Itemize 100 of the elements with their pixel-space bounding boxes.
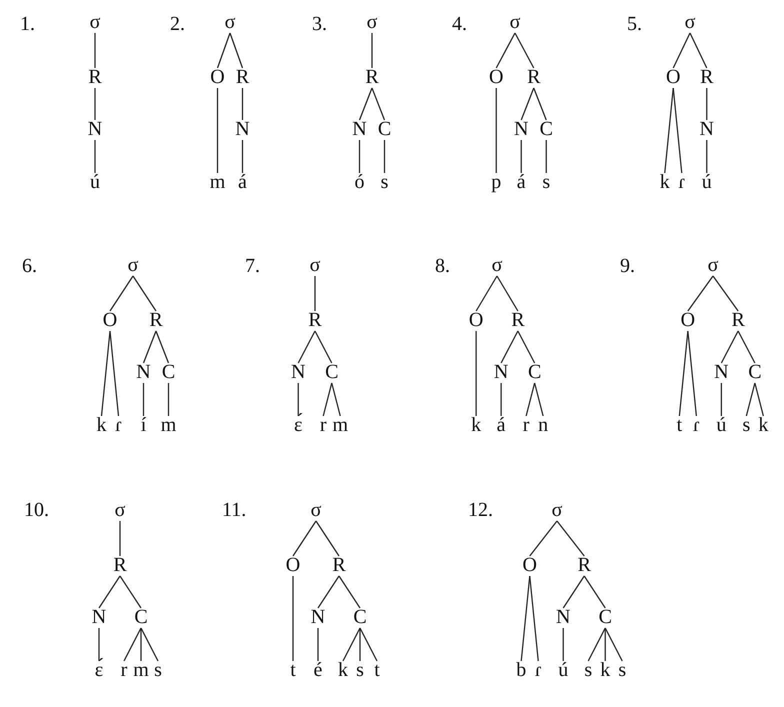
- example-number: 6.: [22, 254, 37, 278]
- branch-line: [155, 330, 170, 364]
- constituent-label: σ: [491, 253, 503, 277]
- constituent-label: C: [162, 360, 176, 384]
- example-number: 10.: [24, 498, 49, 522]
- branch-line: [689, 32, 708, 68]
- branch-line: [476, 331, 477, 416]
- constituent-label: R: [527, 65, 540, 89]
- branch-line: [500, 330, 518, 364]
- constituent-label: C: [540, 117, 553, 141]
- constituent-label: O: [102, 308, 118, 332]
- segment-letter: b: [515, 658, 528, 682]
- constituent-label: σ: [127, 253, 139, 277]
- branch-line: [120, 576, 142, 608]
- branch-line: [119, 521, 121, 556]
- constituent-label: σ: [224, 10, 236, 34]
- branch-line: [94, 88, 96, 120]
- example-number: 3.: [312, 12, 327, 36]
- branch-line: [496, 276, 518, 312]
- branch-line: [94, 33, 96, 68]
- branch-line: [123, 628, 142, 662]
- branch-line: [476, 276, 498, 312]
- constituent-label: R: [365, 65, 379, 89]
- segment-letter: á: [515, 170, 528, 194]
- constituent-label: R: [236, 65, 250, 89]
- segment-letter: ú: [557, 658, 570, 682]
- segment-letter: ú: [89, 170, 101, 194]
- example-number: 2.: [170, 12, 185, 36]
- constituent-label: C: [378, 117, 392, 141]
- example-number: 1.: [20, 12, 35, 36]
- branch-line: [358, 88, 373, 120]
- constituent-label: O: [522, 553, 537, 577]
- example-number: 7.: [245, 254, 260, 278]
- segment-letter: t: [371, 658, 383, 682]
- branch-line: [588, 628, 606, 662]
- constituent-label: R: [113, 553, 127, 577]
- segment-letter: á: [236, 170, 248, 194]
- constituent-label: N: [700, 117, 714, 141]
- constituent-label: N: [714, 360, 729, 384]
- constituent-label: σ: [310, 498, 322, 522]
- branch-line: [720, 330, 739, 364]
- branch-line: [314, 276, 316, 311]
- branch-line: [98, 628, 100, 661]
- branch-line: [331, 382, 341, 416]
- constituent-label: σ: [114, 498, 126, 522]
- example-number: 4.: [452, 12, 467, 36]
- branch-line: [338, 576, 360, 608]
- branch-line: [517, 330, 536, 364]
- constituent-label: O: [666, 65, 680, 89]
- branch-line: [520, 140, 522, 173]
- branch-line: [500, 383, 502, 416]
- segment-letter: s: [616, 658, 628, 682]
- branch-line: [371, 88, 386, 120]
- branch-line: [533, 88, 547, 120]
- segment-letter: k: [470, 413, 482, 437]
- constituent-label: C: [134, 605, 148, 629]
- segment-letter: t: [287, 658, 299, 682]
- branch-line: [229, 32, 244, 68]
- branch-line: [314, 330, 332, 364]
- segment-letter: s: [740, 413, 752, 437]
- branch-line: [520, 88, 534, 120]
- segment-letter: r: [317, 413, 330, 437]
- constituent-label: N: [352, 117, 367, 141]
- constituent-label: R: [149, 308, 163, 332]
- constituent-label: O: [468, 308, 484, 332]
- branch-line: [672, 88, 682, 174]
- constituent-label: R: [308, 308, 322, 332]
- segment-letter: é: [312, 658, 324, 682]
- branch-line: [318, 576, 340, 608]
- segment-letter: ɾ: [690, 413, 702, 437]
- constituent-label: C: [748, 360, 762, 384]
- branch-line: [384, 140, 386, 173]
- constituent-label: C: [598, 605, 612, 629]
- constituent-label: R: [88, 65, 102, 89]
- segment-letter: k: [757, 413, 770, 437]
- branch-line: [604, 628, 606, 661]
- branch-line: [98, 576, 120, 608]
- example-number: 5.: [627, 12, 642, 36]
- branch-line: [358, 140, 360, 173]
- segment-letter: k: [658, 170, 671, 194]
- segment-letter: ó: [354, 170, 366, 194]
- branch-line: [496, 88, 497, 173]
- segment-letter: p: [490, 170, 502, 194]
- branch-line: [604, 628, 623, 662]
- branch-line: [371, 33, 373, 68]
- constituent-label: R: [332, 553, 346, 577]
- branch-line: [562, 576, 585, 608]
- segment-letter: s: [582, 658, 594, 682]
- branch-line: [317, 628, 319, 661]
- branch-line: [168, 383, 170, 416]
- branch-line: [142, 330, 157, 364]
- segment-letter: í: [138, 413, 150, 437]
- constituent-label: N: [514, 117, 528, 141]
- example-number: 11.: [222, 498, 246, 522]
- constituent-label: R: [511, 308, 525, 332]
- segment-letter: ú: [715, 413, 728, 437]
- branch-line: [556, 520, 585, 556]
- branch-line: [109, 330, 120, 416]
- example-number: 9.: [620, 254, 635, 278]
- branch-line: [562, 628, 564, 661]
